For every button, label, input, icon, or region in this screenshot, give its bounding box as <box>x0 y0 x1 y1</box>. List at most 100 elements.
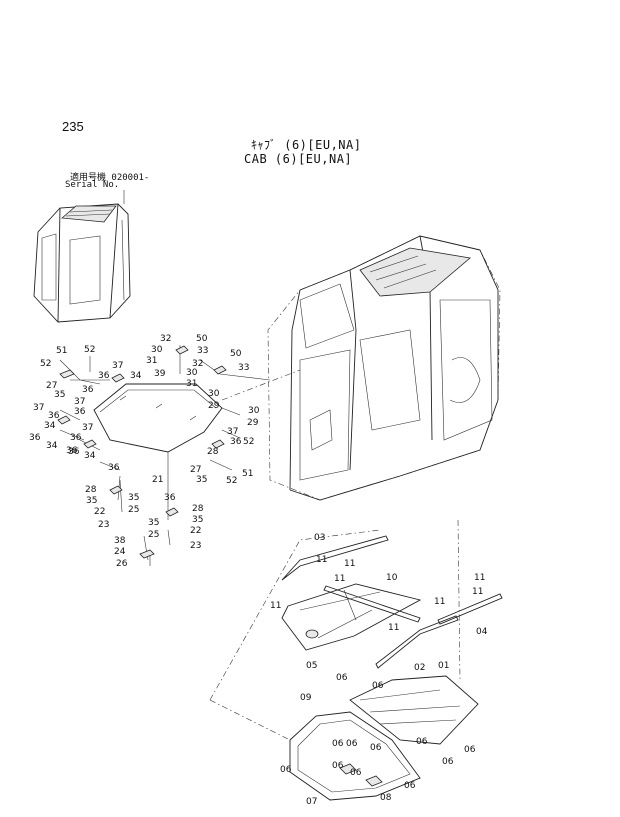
callout-33: 33 <box>197 346 208 356</box>
callout-25: 25 <box>128 505 139 515</box>
callout-06: 06 <box>350 768 362 778</box>
callout-36: 36 <box>230 437 242 447</box>
callout-33: 33 <box>238 363 249 373</box>
callout-11: 11 <box>316 555 327 565</box>
callout-06: 06 <box>372 681 384 691</box>
callout-27: 27 <box>190 465 201 475</box>
callout-05: 05 <box>306 661 317 671</box>
title-english: CAB (6)[EU,NA] <box>244 152 353 166</box>
callout-50: 50 <box>230 349 242 359</box>
callout-30: 30 <box>186 368 198 378</box>
callout-38: 38 <box>114 536 126 546</box>
callout-11: 11 <box>474 573 485 583</box>
callout-52: 52 <box>84 345 95 355</box>
callout-37: 37 <box>82 423 93 433</box>
callout-06: 06 <box>346 739 358 749</box>
callout-06: 06 <box>442 757 454 767</box>
callout-31: 31 <box>146 356 157 366</box>
callout-23: 23 <box>190 541 201 551</box>
serial-label-japanese: 適用号機 020001- <box>70 173 150 183</box>
callout-32: 32 <box>192 359 203 369</box>
callout-36: 36 <box>74 407 86 417</box>
callout-30: 30 <box>208 389 220 399</box>
callout-06: 06 <box>416 737 428 747</box>
callout-29: 29 <box>247 418 259 428</box>
serial-label-english: Serial No. <box>65 180 120 190</box>
callout-01: 01 <box>438 661 449 671</box>
callout-39: 39 <box>154 369 166 379</box>
cab-thumbnail <box>33 190 131 323</box>
callout-30: 30 <box>248 406 260 416</box>
callout-02: 02 <box>414 663 425 673</box>
callout-34: 34 <box>46 441 58 451</box>
roof-parts <box>281 535 503 801</box>
callout-09: 09 <box>300 693 312 703</box>
callout-36: 36 <box>29 433 41 443</box>
callout-36: 36 <box>48 411 60 421</box>
callout-36: 36 <box>68 447 80 457</box>
callout-11: 11 <box>334 574 345 584</box>
callout-11: 11 <box>388 623 399 633</box>
callout-30: 30 <box>151 345 163 355</box>
callout-28: 28 <box>85 485 97 495</box>
callout-52: 52 <box>226 476 237 486</box>
callout-37: 37 <box>33 403 44 413</box>
callout-06: 06 <box>464 745 476 755</box>
callout-22: 22 <box>190 526 201 536</box>
callout-32: 32 <box>160 334 171 344</box>
callout-35: 35 <box>192 515 203 525</box>
callout-36: 36 <box>82 385 94 395</box>
callout-24: 24 <box>114 547 126 557</box>
callout-25: 25 <box>148 530 159 540</box>
assembly-connector-lines <box>209 369 461 741</box>
callout-07: 07 <box>306 797 317 807</box>
callout-11: 11 <box>434 597 445 607</box>
callout-11: 11 <box>344 559 355 569</box>
callout-37: 37 <box>112 361 123 371</box>
callout-35: 35 <box>86 496 97 506</box>
callout-37: 37 <box>227 427 238 437</box>
callout-22: 22 <box>94 507 105 517</box>
callout-51: 51 <box>56 346 67 356</box>
callout-52: 52 <box>40 359 51 369</box>
callout-03: 03 <box>314 533 325 543</box>
title-japanese: ｷｬﾌﾞ (6)[EU,NA] <box>251 138 362 152</box>
callout-36: 36 <box>70 433 82 443</box>
callout-36: 36 <box>164 493 176 503</box>
callout-35: 35 <box>148 518 159 528</box>
callout-52: 52 <box>243 437 254 447</box>
callout-21: 21 <box>152 475 163 485</box>
callout-06: 06 <box>404 781 416 791</box>
callout-06: 06 <box>280 765 292 775</box>
callout-34: 34 <box>44 421 56 431</box>
callout-35: 35 <box>128 493 139 503</box>
callout-50: 50 <box>196 334 208 344</box>
callout-06: 06 <box>370 743 382 753</box>
callout-34: 34 <box>130 371 142 381</box>
callout-23: 23 <box>98 520 109 530</box>
callout-36: 36 <box>98 371 110 381</box>
callout-36: 36 <box>66 446 78 456</box>
floor-mat-panel <box>93 383 223 453</box>
callout-34: 34 <box>84 451 96 461</box>
callout-06: 06 <box>336 673 348 683</box>
callout-51: 51 <box>242 469 253 479</box>
callout-04: 04 <box>476 627 488 637</box>
page-number: 235 <box>62 119 84 134</box>
callout-10: 10 <box>386 573 398 583</box>
callout-31: 31 <box>186 379 197 389</box>
callout-06: 06 <box>332 761 344 771</box>
callout-11: 11 <box>472 587 483 597</box>
callout-36: 36 <box>108 463 120 473</box>
callout-11: 11 <box>270 601 281 611</box>
callout-37: 37 <box>74 397 85 407</box>
callout-35: 35 <box>196 475 207 485</box>
callout-06: 06 <box>332 739 344 749</box>
fastener-leaders <box>57 345 271 566</box>
callout-35: 35 <box>54 390 65 400</box>
callout-27: 27 <box>46 381 57 391</box>
callout-28: 28 <box>192 504 204 514</box>
